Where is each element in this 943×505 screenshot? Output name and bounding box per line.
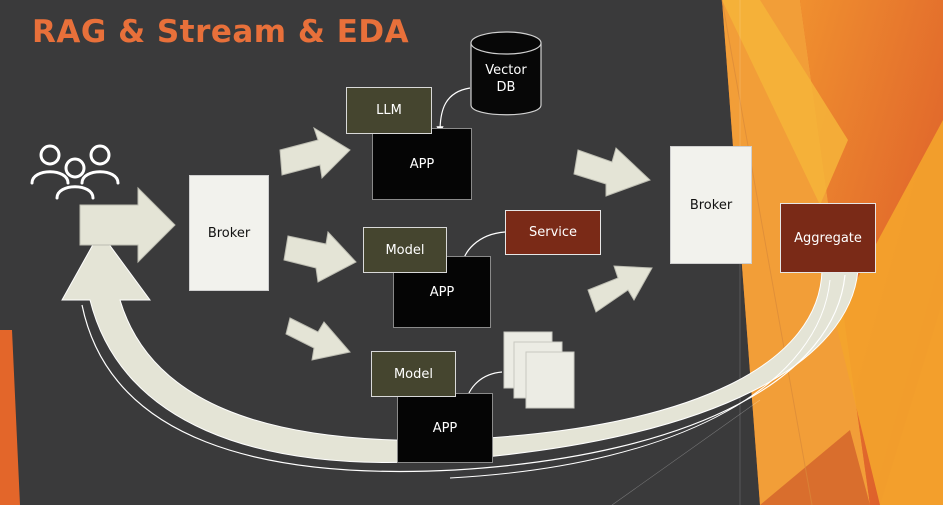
- app-bottom: APP: [397, 393, 493, 463]
- model-bottom: Model: [371, 351, 456, 397]
- vector-db-label: Vector DB: [471, 62, 541, 96]
- broker-right: Broker: [670, 146, 752, 264]
- service-box: Service: [505, 210, 601, 255]
- model-middle: Model: [363, 227, 447, 273]
- broker-left: Broker: [189, 175, 269, 291]
- database-icon: [470, 31, 542, 116]
- app-top: APP: [372, 128, 472, 200]
- return-arrows: [61, 231, 859, 479]
- users-icon: [30, 144, 120, 200]
- slide-title: RAG & Stream & EDA: [32, 14, 410, 50]
- vector-db-text: Vector DB: [485, 63, 527, 95]
- documents-icon: [503, 331, 575, 409]
- aggregate-box: Aggregate: [780, 203, 876, 273]
- llm-box: LLM: [346, 87, 432, 134]
- flow-arrows: [79, 126, 653, 361]
